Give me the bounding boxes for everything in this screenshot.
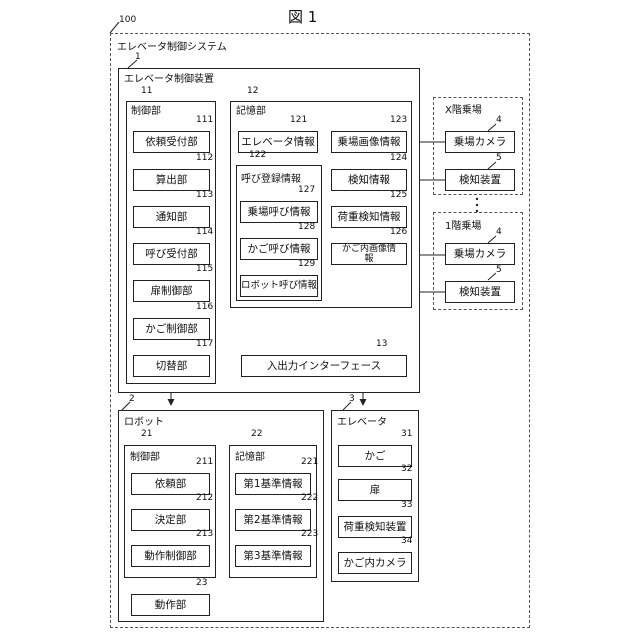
ref-124: 124 <box>390 153 407 163</box>
ref-222: 222 <box>301 493 318 503</box>
switching-unit: 切替部 <box>133 355 210 377</box>
hall-x-detector-ref: 5 <box>496 153 502 163</box>
ref-127: 127 <box>298 185 315 195</box>
ref-13: 13 <box>376 339 387 349</box>
ref-32: 32 <box>401 464 412 474</box>
call-receiver: 呼び受付部 <box>133 243 210 265</box>
ref-23: 23 <box>196 578 207 588</box>
first-reference-info: 第1基準情報 <box>235 473 311 495</box>
ref-31: 31 <box>401 429 412 439</box>
ref-34: 34 <box>401 536 412 546</box>
ref-122: 122 <box>249 150 266 160</box>
door-control-unit: 扉制御部 <box>133 280 210 302</box>
hall-1-label: 1階乗場 <box>445 217 481 232</box>
system-ref: 100 <box>119 15 136 25</box>
robot-control-label: 制御部 <box>130 448 160 463</box>
ref-115: 115 <box>196 264 213 274</box>
decision-unit: 決定部 <box>131 509 210 531</box>
system-label: エレベータ制御システム <box>117 38 227 53</box>
ref-129: 129 <box>298 259 315 269</box>
control-label: 制御部 <box>131 102 161 117</box>
third-reference-info: 第3基準情報 <box>235 545 311 567</box>
ref-113: 113 <box>196 190 213 200</box>
ref-213: 213 <box>196 529 213 539</box>
ref-123: 123 <box>390 115 407 125</box>
motion-control-unit: 動作制御部 <box>131 545 210 567</box>
ref-33: 33 <box>401 500 412 510</box>
storage-ref: 12 <box>247 86 258 96</box>
controller-ref: 1 <box>135 52 141 62</box>
storage-label: 記憶部 <box>236 102 266 117</box>
car-call-info: かご呼び情報 <box>240 238 318 260</box>
hall-1-detector-ref: 5 <box>496 265 502 275</box>
elevator-ref: 3 <box>349 394 355 404</box>
car-camera: かご内カメラ <box>338 552 412 574</box>
notification-unit: 通知部 <box>133 206 210 228</box>
robot-call-info: ロボット呼び情報 <box>240 275 318 297</box>
ref-121: 121 <box>290 115 307 125</box>
load-detector: 荷重検知装置 <box>338 516 412 538</box>
robot-storage-label: 記憶部 <box>235 448 265 463</box>
request-unit: 依頼部 <box>131 473 210 495</box>
hall-call-info: 乗場呼び情報 <box>240 201 318 223</box>
ref-221: 221 <box>301 457 318 467</box>
ref-114: 114 <box>196 227 213 237</box>
second-reference-info: 第2基準情報 <box>235 509 311 531</box>
figure-title: 図 1 <box>288 6 317 27</box>
hall-1-camera-ref: 4 <box>496 227 502 237</box>
robot-ref: 2 <box>129 394 135 404</box>
io-interface: 入出力インターフェース <box>241 355 407 377</box>
ref-126: 126 <box>390 227 407 237</box>
hall-image-info: 乗場画像情報 <box>331 131 407 153</box>
ref-128: 128 <box>298 222 315 232</box>
door: 扉 <box>338 479 412 501</box>
hall-1-camera: 乗場カメラ <box>445 243 515 265</box>
ref-211: 211 <box>196 457 213 467</box>
call-registration-label: 呼び登録情報 <box>241 170 301 185</box>
load-detection-info: 荷重検知情報 <box>331 206 407 228</box>
elevator-label: エレベータ <box>337 413 387 428</box>
ref-223: 223 <box>301 529 318 539</box>
ref-212: 212 <box>196 493 213 503</box>
ref-112: 112 <box>196 153 213 163</box>
hall-x-detector: 検知装置 <box>445 169 515 191</box>
hall-x-camera-ref: 4 <box>496 115 502 125</box>
ref-116: 116 <box>196 302 213 312</box>
hall-x-label: X階乗場 <box>445 101 482 116</box>
car-image-info: かご内画像情報 <box>331 243 407 265</box>
request-receiver: 依頼受付部 <box>133 131 210 153</box>
hall-x-camera: 乗場カメラ <box>445 131 515 153</box>
ref-111: 111 <box>196 115 213 125</box>
ref-125: 125 <box>390 190 407 200</box>
control-ref: 11 <box>141 86 152 96</box>
robot-control-ref: 21 <box>141 429 152 439</box>
actuator-unit: 動作部 <box>131 594 210 616</box>
calculation-unit: 算出部 <box>133 169 210 191</box>
controller-label: エレベータ制御装置 <box>124 70 214 85</box>
robot-storage-ref: 22 <box>251 429 262 439</box>
robot-label: ロボット <box>124 413 164 428</box>
ref-117: 117 <box>196 339 213 349</box>
hall-1-detector: 検知装置 <box>445 281 515 303</box>
car-control-unit: かご制御部 <box>133 318 210 340</box>
detection-info: 検知情報 <box>331 169 407 191</box>
